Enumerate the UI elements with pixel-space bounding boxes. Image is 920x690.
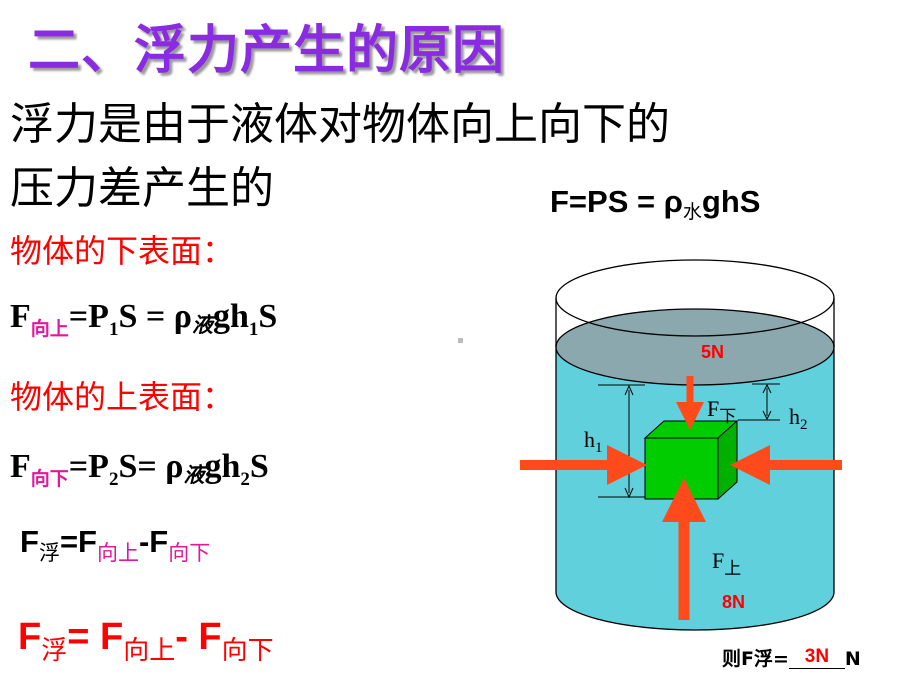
question-answer: 3N xyxy=(788,646,845,669)
slide-title: 二、浮力产生的原因 xyxy=(28,21,506,81)
decorative-dot xyxy=(458,338,463,343)
force-top-value: 5N xyxy=(701,342,724,362)
lower-surface-heading: 物体的下表面： xyxy=(10,232,235,270)
question-prefix: 则F浮= xyxy=(722,648,789,670)
upper-surface-heading: 物体的上表面： xyxy=(10,378,235,416)
formula-buoyancy-1: F浮=F向上-F向下 xyxy=(20,524,211,565)
pressure-formula: F=PS = ρ水ghS xyxy=(550,184,761,223)
formula-buoyancy-2: F浮= F向上- F向下 xyxy=(18,616,274,666)
label-f-up: F上 xyxy=(712,548,741,579)
buoyancy-diagram: 5N F下 h2 h1 F上 8N xyxy=(520,259,842,631)
water-surface xyxy=(555,308,835,386)
label-h2: h2 xyxy=(789,404,808,433)
formula-f-down: F向下=P2S= ρ液gh2S xyxy=(10,448,269,490)
cube-front-face xyxy=(644,437,719,500)
question-unit: N xyxy=(844,648,861,670)
formula-f-up: F向上=P1S = ρ液gh1S xyxy=(10,298,278,340)
intro-line-2: 压力差产生的 xyxy=(10,163,274,214)
container-rim xyxy=(555,259,835,337)
label-f-down: F下 xyxy=(707,396,736,427)
intro-line-1: 浮力是由于液体对物体向上向下的 xyxy=(10,99,670,150)
label-h1: h1 xyxy=(584,427,603,456)
force-bottom-value: 8N xyxy=(722,592,745,612)
